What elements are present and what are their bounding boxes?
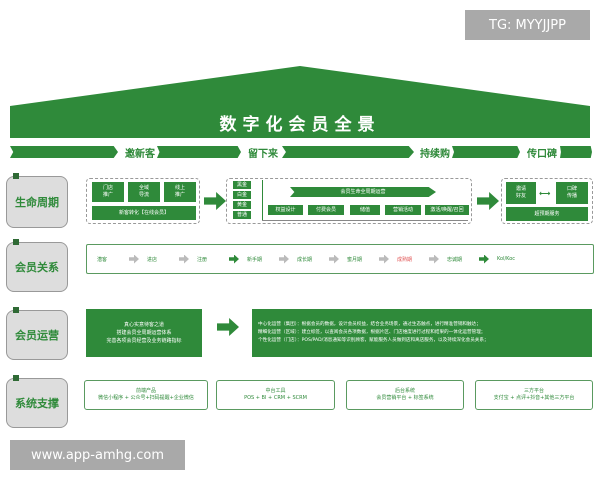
relation-step: 蜜月期 bbox=[347, 256, 363, 263]
system-title: 前端产品 bbox=[135, 387, 156, 394]
system-box: 三方平台支付宝 + 点评+抖音+其他三方平台 bbox=[475, 380, 593, 410]
ops-title: 会员生命全周期运营 bbox=[290, 187, 436, 197]
ops-item: 营销活动 bbox=[385, 205, 421, 215]
acquire-item: 线上 推广 bbox=[164, 182, 196, 202]
solid-arrow-icon bbox=[479, 254, 489, 264]
arrow-right-icon bbox=[204, 192, 226, 210]
wom-item: 口碑 传播 bbox=[556, 182, 588, 204]
hollow-arrow-icon bbox=[179, 254, 189, 264]
wom-group bbox=[501, 178, 593, 224]
double-arrow-icon: ⟷ bbox=[539, 189, 551, 198]
acquire-item: 门店 推广 bbox=[92, 182, 124, 202]
watermark-top: TG: MYYJJPP bbox=[465, 10, 590, 40]
tier: 黄金 bbox=[233, 201, 251, 209]
row-label-operation: 会员运营 bbox=[6, 307, 68, 360]
acquire-conversion: 新客转化【在线会员】 bbox=[92, 206, 196, 220]
stage-arrow bbox=[452, 146, 520, 158]
acquire-group bbox=[86, 178, 200, 224]
row-label-lifecycle: 生命周期 bbox=[6, 173, 68, 228]
arrow-right-icon bbox=[217, 318, 239, 336]
system-desc: POS + BI + CRM + SCRM bbox=[244, 395, 307, 401]
system-desc: 微信小程序 + 公众号+扫码提醒+企业微信 bbox=[98, 395, 194, 401]
detail: 中心化运营（集团）：根据会员的数据，设计会员权益，结合业务场景，通过生态触点，进… bbox=[258, 322, 481, 328]
tier: 白金 bbox=[233, 191, 251, 199]
relation-step: 进店 bbox=[147, 256, 158, 263]
row-label-relation: 会员关系 bbox=[6, 239, 68, 292]
arrow-right-icon bbox=[477, 192, 499, 210]
hollow-arrow-icon bbox=[429, 254, 439, 264]
relation-step: 注册 bbox=[197, 256, 208, 263]
hollow-arrow-icon bbox=[129, 254, 139, 264]
relation-flow: 潜客 进店 注册 新手期 成长期 蜜月期 成熟期 忠诚期 Kol/Koc bbox=[86, 244, 594, 274]
detail: 个性化运营（门店）：POS/PAD/消息通知等识别顾客，赋能服务人员做到店和离店… bbox=[258, 337, 489, 343]
stage-arrow bbox=[560, 146, 592, 158]
roof bbox=[10, 66, 590, 106]
relation-step: 潜客 bbox=[97, 256, 108, 263]
stage-label: 邀新客 bbox=[125, 149, 155, 160]
acquire-item: 全域 导流 bbox=[128, 182, 160, 202]
ops-item: 激活/唤醒/召回 bbox=[425, 205, 469, 215]
system-title: 三方平台 bbox=[523, 387, 544, 394]
principle: 真心实意待客之道 bbox=[123, 322, 164, 328]
relation-step: 新手期 bbox=[247, 256, 263, 263]
tier: 黑金 bbox=[233, 181, 251, 189]
system-title: 后台系统 bbox=[394, 387, 415, 394]
stage-arrow bbox=[282, 146, 414, 158]
system-box: 前端产品微信小程序 + 公众号+扫码提醒+企业微信 bbox=[84, 380, 208, 410]
wom-item: 邀请 好友 bbox=[506, 182, 536, 204]
page-title: 数字化会员全景 bbox=[10, 106, 590, 138]
hollow-arrow-icon bbox=[279, 254, 289, 264]
stage-label: 持续购 bbox=[420, 149, 450, 160]
ops-item: 付费会员 bbox=[308, 205, 344, 215]
tier: 普通 bbox=[233, 211, 251, 219]
system-desc: 会员营销平台 + 标签系统 bbox=[376, 395, 434, 401]
ops-item: 权益设计 bbox=[268, 205, 303, 215]
relation-step: 忠诚期 bbox=[447, 256, 463, 263]
ops-item: 储值 bbox=[350, 205, 380, 215]
stage-label: 留下来 bbox=[248, 149, 278, 160]
row-label-system: 系统支撑 bbox=[6, 375, 68, 428]
axis-line bbox=[262, 180, 263, 220]
stage-label: 传口碑 bbox=[527, 149, 557, 160]
wom-service: 超预期服务 bbox=[506, 207, 588, 221]
principle: 完善各项会员经营及业务链路指标 bbox=[106, 338, 182, 344]
relation-step: 成熟期 bbox=[397, 256, 413, 263]
operation-principles: 真心实意待客之道 搭建会员全周期运营体系 完善各项会员经营及业务链路指标 bbox=[86, 309, 202, 357]
system-desc: 支付宝 + 点评+抖音+其他三方平台 bbox=[493, 395, 575, 401]
stage-arrow bbox=[157, 146, 241, 158]
principle: 搭建会员全周期运营体系 bbox=[116, 330, 172, 336]
solid-arrow-icon bbox=[229, 254, 239, 264]
hollow-arrow-icon bbox=[329, 254, 339, 264]
operation-details: 中心化运营（集团）：根据会员的数据，设计会员权益，结合业务场景，通过生态触点，进… bbox=[252, 309, 592, 357]
system-title: 中台工具 bbox=[265, 387, 286, 394]
detail: 精细化运营（区域）：建立标签，以查阅会员各项数据，根据片区、门店维度进行过程和结… bbox=[258, 330, 486, 336]
system-box: 后台系统会员营销平台 + 标签系统 bbox=[346, 380, 464, 410]
hollow-arrow-icon bbox=[379, 254, 389, 264]
retain-group bbox=[226, 178, 472, 224]
relation-step: Kol/Koc bbox=[497, 256, 516, 262]
stage-arrow bbox=[10, 146, 118, 158]
axis-line bbox=[262, 220, 468, 221]
relation-step: 成长期 bbox=[297, 256, 313, 263]
watermark-bottom: www.app-amhg.com bbox=[10, 440, 185, 470]
